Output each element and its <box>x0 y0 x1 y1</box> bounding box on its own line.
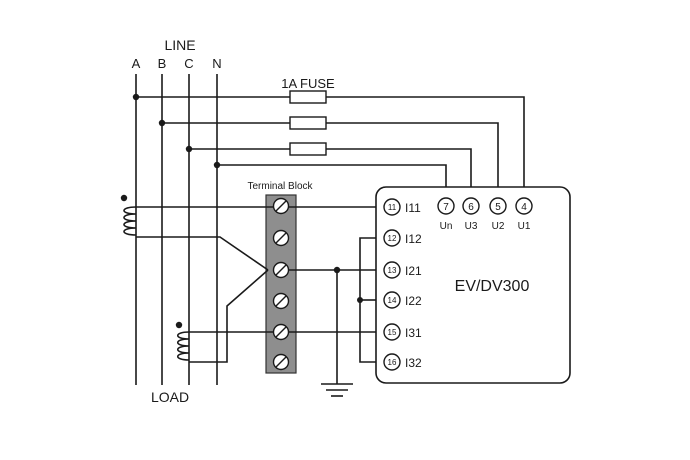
screw-1 <box>272 197 290 215</box>
svg-text:16: 16 <box>388 358 397 367</box>
phase-label-c: C <box>184 56 193 71</box>
current-transformer-a <box>120 194 137 236</box>
svg-text:12: 12 <box>388 234 397 243</box>
voltage-wire-c-right <box>326 148 472 198</box>
ground-symbol <box>321 383 353 397</box>
svg-text:I22: I22 <box>405 294 422 308</box>
svg-text:7: 7 <box>443 202 449 213</box>
terminal-u3: 6 U3 <box>462 197 480 232</box>
terminal-block <box>265 194 297 374</box>
svg-text:11: 11 <box>388 203 397 212</box>
ev-dv300-device <box>375 186 571 384</box>
svg-text:I21: I21 <box>405 264 422 278</box>
fuse-phase-b <box>289 116 327 130</box>
fuse-phase-a <box>289 90 327 104</box>
svg-text:U3: U3 <box>465 221 478 232</box>
terminal-i22: 14 I22 <box>383 291 422 309</box>
current-transformer-c <box>175 321 190 361</box>
phase-label-n: N <box>212 56 221 71</box>
svg-text:I11: I11 <box>405 201 421 215</box>
fuse-label: 1A FUSE <box>281 76 335 91</box>
svg-text:5: 5 <box>495 202 501 213</box>
svg-text:13: 13 <box>388 266 397 275</box>
phase-label-a: A <box>132 56 141 71</box>
terminal-i11: 11 I11 <box>383 198 421 216</box>
terminal-un: 7 Un <box>437 197 455 232</box>
terminal-i12: 12 I12 <box>383 229 422 247</box>
terminal-u2: 5 U2 <box>489 197 507 232</box>
load-label: LOAD <box>151 389 189 405</box>
voltage-wire-a-right <box>326 96 525 198</box>
screw-2 <box>272 229 290 247</box>
phase-label-b: B <box>158 56 167 71</box>
svg-text:U1: U1 <box>518 221 531 232</box>
svg-text:4: 4 <box>521 202 527 213</box>
ct-c-return-wire <box>189 269 269 363</box>
svg-text:6: 6 <box>468 202 474 213</box>
fuse-phase-c <box>289 142 327 156</box>
screw-5 <box>272 323 290 341</box>
svg-text:15: 15 <box>388 328 397 337</box>
terminal-i31: 15 I31 <box>383 323 422 341</box>
svg-text:I32: I32 <box>405 356 422 370</box>
line-label: LINE <box>164 37 195 53</box>
screw-6 <box>272 353 290 371</box>
device-name: EV/DV300 <box>455 278 530 295</box>
terminal-screws <box>272 197 290 371</box>
terminal-block-label: Terminal Block <box>247 181 313 192</box>
svg-text:Un: Un <box>440 221 453 232</box>
svg-text:I31: I31 <box>405 326 422 340</box>
internal-bus-junction <box>357 297 363 303</box>
terminal-i21: 13 I21 <box>383 261 422 279</box>
screw-4 <box>272 292 290 310</box>
voltage-wire-b-right <box>326 122 499 198</box>
terminal-i32: 16 I32 <box>383 353 422 371</box>
ct-a-return-wire <box>136 236 269 271</box>
svg-text:U2: U2 <box>492 221 505 232</box>
terminal-u1: 4 U1 <box>515 197 533 232</box>
svg-text:I12: I12 <box>405 232 422 246</box>
svg-text:14: 14 <box>388 296 397 305</box>
screw-3 <box>272 261 290 279</box>
